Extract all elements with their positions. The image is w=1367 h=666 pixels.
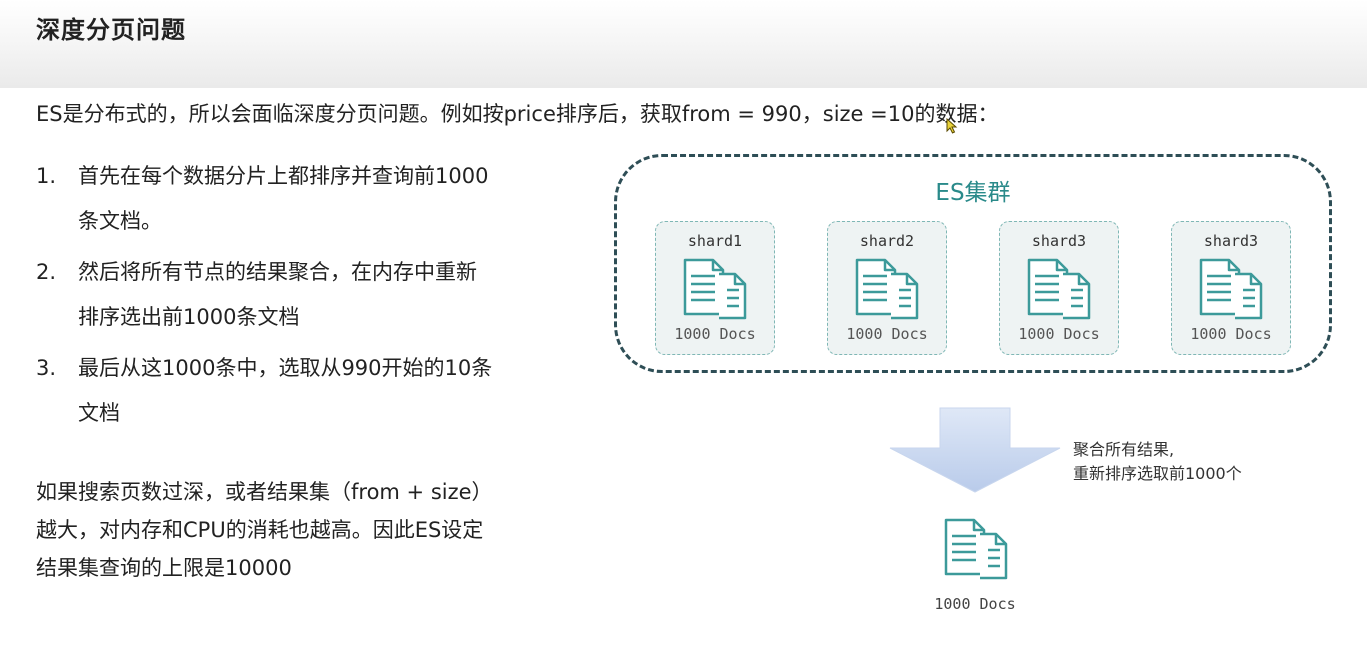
step-line: 然后将所有节点的结果聚合，在内存中重新 bbox=[78, 260, 477, 284]
mouse-cursor-icon bbox=[946, 118, 958, 134]
es-cluster-box: ES集群 shard1 1000 Docs shard2 1000 Docs s… bbox=[614, 154, 1332, 373]
down-arrow-icon bbox=[889, 407, 1061, 493]
shard-card: shard3 1000 Docs bbox=[999, 221, 1119, 355]
cluster-label: ES集群 bbox=[935, 180, 1011, 206]
summary-line: 如果搜索页数过深，或者结果集（from + size） bbox=[36, 480, 493, 504]
shard-name: shard3 bbox=[1203, 232, 1259, 250]
aggregation-note-line: 聚合所有结果, bbox=[1073, 440, 1175, 459]
shard-card: shard1 1000 Docs bbox=[655, 221, 775, 355]
shard-card: shard2 1000 Docs bbox=[827, 221, 947, 355]
summary-line: 越大，对内存和CPU的消耗也越高。因此ES设定 bbox=[36, 518, 484, 542]
summary-line: 结果集查询的上限是10000 bbox=[36, 556, 292, 580]
summary-paragraph: 如果搜索页数过深，或者结果集（from + size） 越大，对内存和CPU的消… bbox=[36, 473, 576, 587]
documents-icon bbox=[855, 258, 919, 320]
step-line: 排序选出前1000条文档 bbox=[78, 305, 300, 329]
result-doc-count: 1000 Docs bbox=[934, 595, 1016, 613]
step-line: 最后从这1000条中，选取从990开始的10条 bbox=[78, 356, 493, 380]
result-documents-icon bbox=[944, 518, 1008, 580]
shard-name: shard2 bbox=[859, 232, 915, 250]
shard-doc-count: 1000 Docs bbox=[1190, 325, 1272, 343]
intro-text: ES是分布式的，所以会面临深度分页问题。例如按price排序后，获取from =… bbox=[36, 102, 999, 126]
aggregation-note-line: 重新排序选取前1000个 bbox=[1073, 464, 1242, 483]
header-band: 深度分页问题 bbox=[0, 0, 1367, 88]
step-item: 3. 最后从这1000条中，选取从990开始的10条 文档 bbox=[36, 346, 576, 436]
shard-doc-count: 1000 Docs bbox=[846, 325, 928, 343]
shard-doc-count: 1000 Docs bbox=[1018, 325, 1100, 343]
documents-icon bbox=[683, 258, 747, 320]
step-line: 条文档。 bbox=[78, 209, 162, 233]
step-item: 2. 然后将所有节点的结果聚合，在内存中重新 排序选出前1000条文档 bbox=[36, 250, 576, 340]
shard-name: shard3 bbox=[1031, 232, 1087, 250]
shard-card: shard3 1000 Docs bbox=[1171, 221, 1291, 355]
step-item: 1. 首先在每个数据分片上都排序并查询前1000 条文档。 bbox=[36, 154, 576, 244]
aggregation-note: 聚合所有结果, 重新排序选取前1000个 bbox=[1073, 438, 1242, 486]
shard-name: shard1 bbox=[687, 232, 743, 250]
step-line: 文档 bbox=[78, 401, 120, 425]
documents-icon bbox=[1027, 258, 1091, 320]
step-number: 1. bbox=[36, 164, 57, 188]
step-line: 首先在每个数据分片上都排序并查询前1000 bbox=[78, 164, 489, 188]
steps-list: 1. 首先在每个数据分片上都排序并查询前1000 条文档。 2. 然后将所有节点… bbox=[36, 154, 576, 442]
step-number: 3. bbox=[36, 356, 57, 380]
page-title: 深度分页问题 bbox=[36, 16, 186, 44]
shard-doc-count: 1000 Docs bbox=[674, 325, 756, 343]
step-number: 2. bbox=[36, 260, 57, 284]
documents-icon bbox=[1199, 258, 1263, 320]
